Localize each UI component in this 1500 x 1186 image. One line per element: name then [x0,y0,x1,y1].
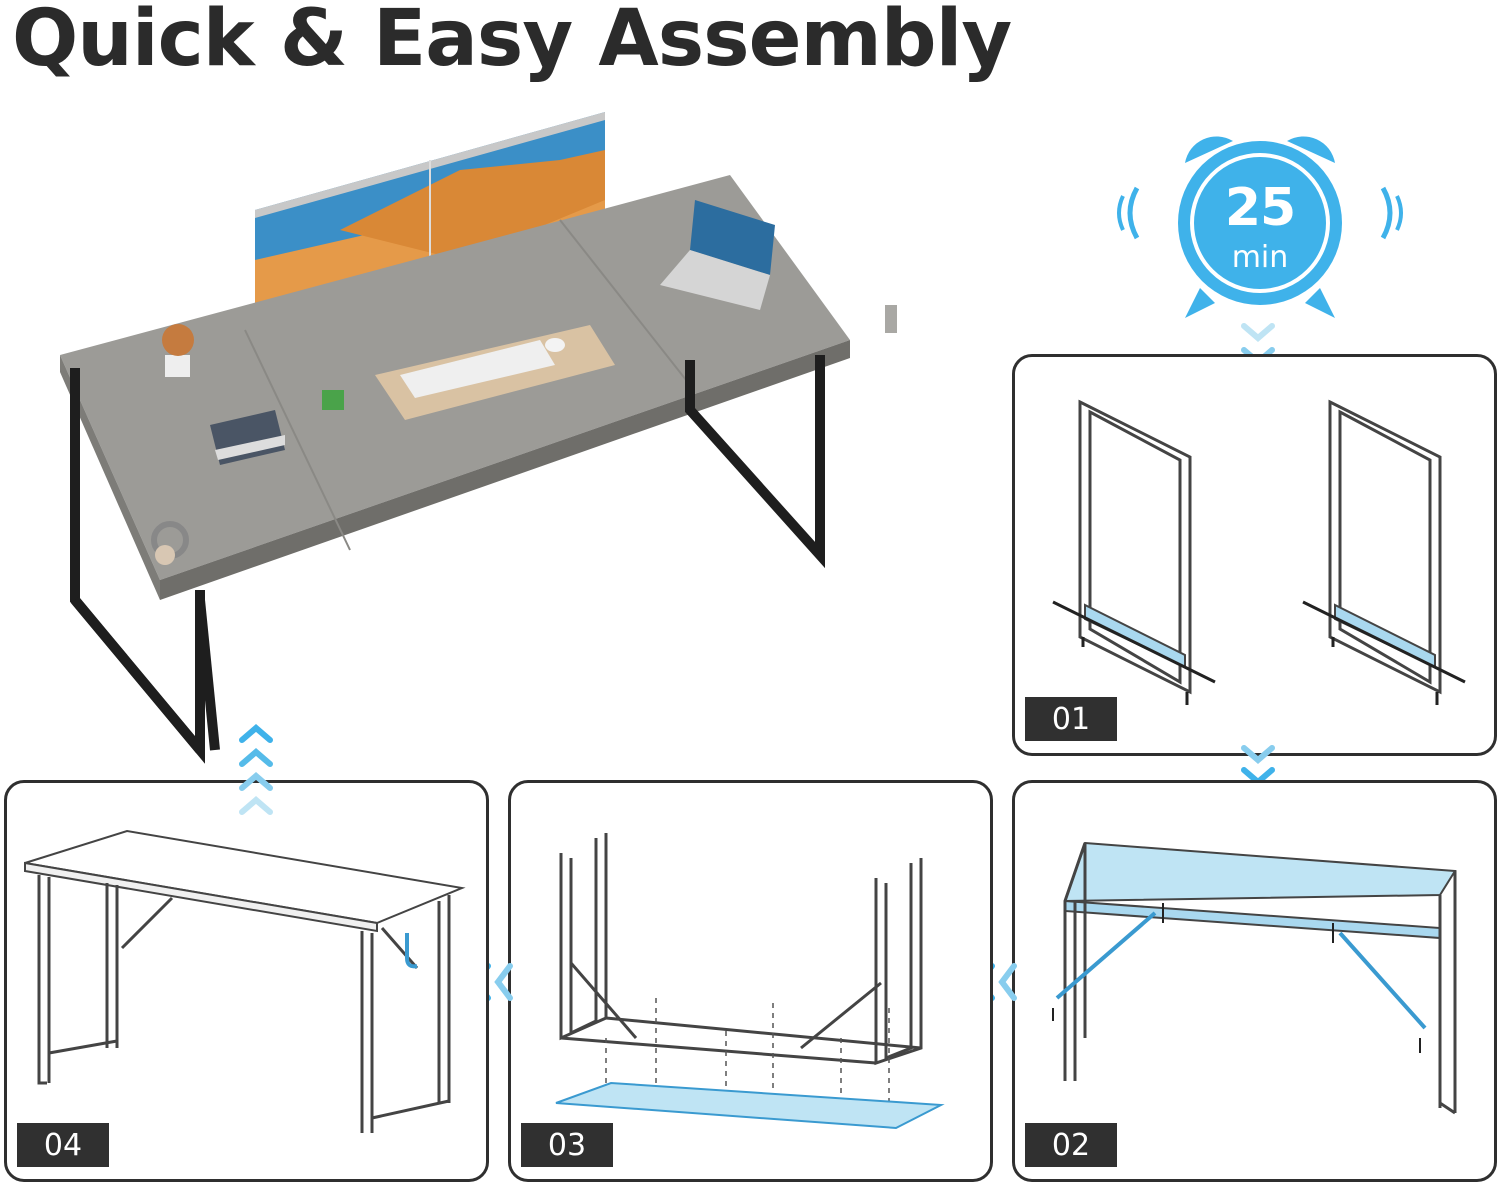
page-title: Quick & Easy Assembly [12,0,1012,84]
step-panel-03: 03 [508,780,993,1182]
step-panel-01: 01 [1012,354,1497,756]
finished-desk-diagram [24,829,466,1133]
timer-value: 25 [1224,178,1296,238]
desk-product-image [60,112,897,764]
timer-badge: 25 min [1115,128,1405,328]
step-badge-01: 01 [1025,697,1117,741]
alarm-clock-icon [1117,136,1403,318]
step-badge-04: 04 [17,1123,109,1167]
step-panel-02: 02 [1012,780,1497,1182]
bottom-panel-diagram [555,833,945,1130]
step-badge-02: 02 [1025,1123,1117,1167]
step-badge-03: 03 [521,1123,613,1167]
side-frames-diagram [1052,399,1466,705]
timer-unit: min [1231,240,1289,275]
step-panel-04: 04 [4,780,489,1182]
chevron-up-icon [239,724,273,815]
beam-assembly-diagram [1052,841,1457,1115]
